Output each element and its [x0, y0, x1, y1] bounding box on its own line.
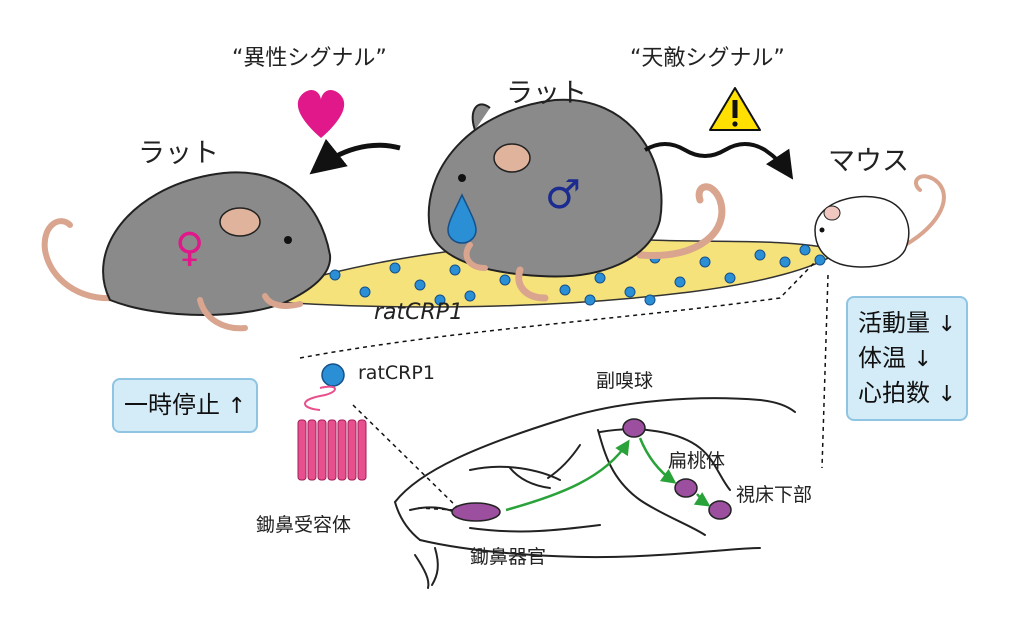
- receptor-helix: [307, 419, 317, 481]
- ratcrp1-dot: [359, 286, 371, 298]
- arrow-to-female: [309, 138, 401, 175]
- rat-effect-text: 一時停止: [124, 391, 220, 419]
- receptor-helix: [337, 419, 347, 481]
- rat-center-label: ラット: [506, 78, 587, 109]
- warning-icon: [709, 87, 761, 131]
- rat-effect-box: 一時停止 ↑: [112, 378, 259, 433]
- mouse-effect-box: 活動量 ↓ 体温 ↓ 心拍数 ↓: [846, 296, 969, 421]
- ratcrp1-dot: [329, 269, 341, 281]
- mouse-label: マウス: [828, 146, 909, 177]
- ratcrp1-dot: [559, 284, 571, 296]
- vomeronasal-organ-shape: [451, 502, 501, 522]
- mouse-effect-temperature: 体温 ↓: [858, 341, 956, 376]
- ratcrp1-dot: [814, 254, 826, 266]
- ratcrp1-dot: [464, 290, 476, 302]
- amygdala-label: 扁桃体: [668, 450, 726, 472]
- male-symbol: ♂: [545, 172, 581, 218]
- ratcrp1-dot: [724, 272, 736, 284]
- up-arrow-icon: ↑: [227, 394, 247, 419]
- ratcrp1-dot: [499, 274, 511, 286]
- mouse: [814, 174, 946, 268]
- amygdala-shape: [674, 478, 698, 498]
- ratcrp1-dot: [389, 262, 401, 274]
- ratcrp1-dot: [434, 294, 446, 306]
- teardrop-icon: [447, 193, 477, 244]
- vomeronasal-organ-label: 鋤鼻器官: [470, 546, 547, 568]
- ratcrp1-legend-label: ratCRP1: [358, 362, 435, 384]
- hypothalamus-label: 視床下部: [736, 484, 813, 506]
- accessory-olfactory-bulb-shape: [622, 418, 646, 438]
- down-arrow-icon: ↓: [913, 346, 933, 372]
- female-rat: [41, 171, 332, 332]
- ratcrp1-dot: [624, 286, 636, 298]
- skull-diagram: [394, 397, 796, 589]
- receptor-helix: [297, 419, 307, 481]
- receptor-helix: [327, 419, 337, 481]
- mouse-effect-activity: 活動量 ↓: [858, 306, 956, 341]
- predator-signal-label: “天敵シグナル”: [630, 46, 785, 71]
- ratcrp1-dot: [754, 249, 766, 261]
- accessory-olfactory-bulb-label: 副嗅球: [596, 370, 654, 392]
- ratcrp1-trail-label: ratCRP1: [374, 300, 464, 325]
- ratcrp1-dot: [584, 294, 596, 306]
- ratcrp1-dot: [644, 294, 656, 306]
- hypothalamus-shape: [708, 500, 732, 520]
- vomeronasal-receptor-label: 鋤鼻受容体: [256, 514, 352, 536]
- ratcrp1-dot: [699, 256, 711, 268]
- ratcrp1-dot: [674, 276, 686, 288]
- heart-icon: [297, 90, 345, 138]
- wavy-arrow-icon: [643, 142, 794, 180]
- receptor-helix: [357, 419, 367, 481]
- vomeronasal-receptor-icon: [297, 385, 367, 481]
- ratcrp1-dot: [779, 256, 791, 268]
- receptor-helix: [347, 419, 357, 481]
- down-arrow-icon: ↓: [937, 381, 957, 407]
- female-symbol: ♀: [175, 225, 205, 271]
- male-rat: [427, 98, 726, 302]
- sex-signal-label: “異性シグナル”: [232, 46, 387, 71]
- ratcrp1-legend-dot: [321, 363, 345, 387]
- ratcrp1-dot: [414, 279, 426, 291]
- down-arrow-icon: ↓: [937, 312, 957, 337]
- effect-label: 体温: [858, 343, 906, 372]
- connector-lines: [299, 261, 829, 511]
- effect-label: 活動量: [858, 309, 930, 337]
- receptor-helix: [317, 419, 327, 481]
- ratcrp1-dot: [594, 272, 606, 284]
- signal-pathway: [505, 437, 711, 512]
- rat-left-label: ラット: [138, 138, 219, 169]
- ratcrp1-dot: [799, 244, 811, 256]
- ratcrp1-dot: [449, 264, 461, 276]
- effect-label: 心拍数: [858, 378, 930, 407]
- mouse-effect-heart-rate: 心拍数 ↓: [858, 376, 956, 411]
